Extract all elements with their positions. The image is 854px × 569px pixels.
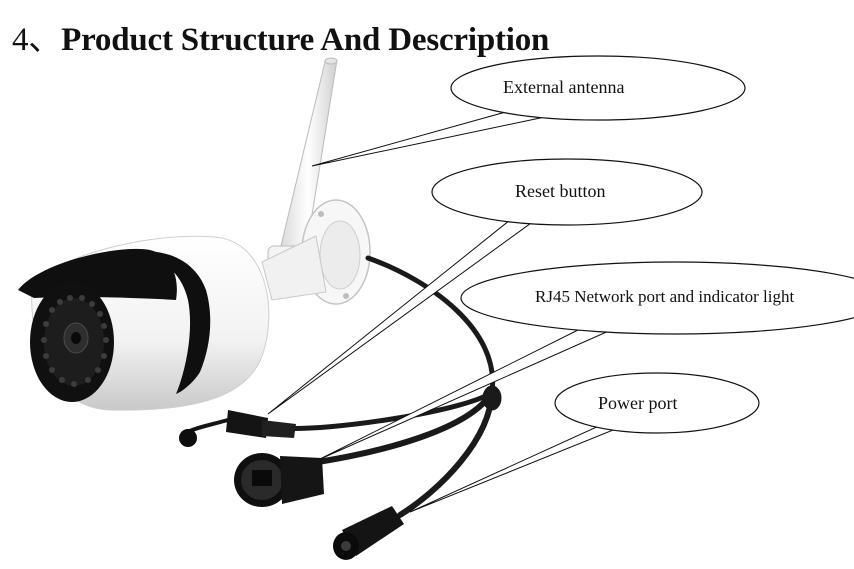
- section-title: Product Structure And Description: [61, 22, 550, 58]
- cable-bundle: [277, 255, 502, 518]
- callout-label-power-port: Power port: [598, 393, 678, 413]
- power-port-connector: [333, 506, 404, 560]
- reset-button-connector: [179, 410, 296, 447]
- page-title: 4、Product Structure And Description: [12, 12, 549, 60]
- callout-label-rj45-port: RJ45 Network port and indicator light: [535, 287, 795, 306]
- section-number: 4、: [12, 22, 62, 58]
- rj45-connector: [234, 453, 324, 507]
- callout-label-reset-button: Reset button: [515, 181, 606, 201]
- callout-power-port: [409, 372, 760, 513]
- callout-reset-button: [267, 158, 703, 415]
- callout-label-external-antenna: External antenna: [503, 77, 625, 97]
- camera-body: [18, 235, 270, 411]
- callout-rj45-port: [317, 261, 854, 461]
- callout-external-antenna: [311, 55, 746, 167]
- mount-bracket: [261, 199, 371, 305]
